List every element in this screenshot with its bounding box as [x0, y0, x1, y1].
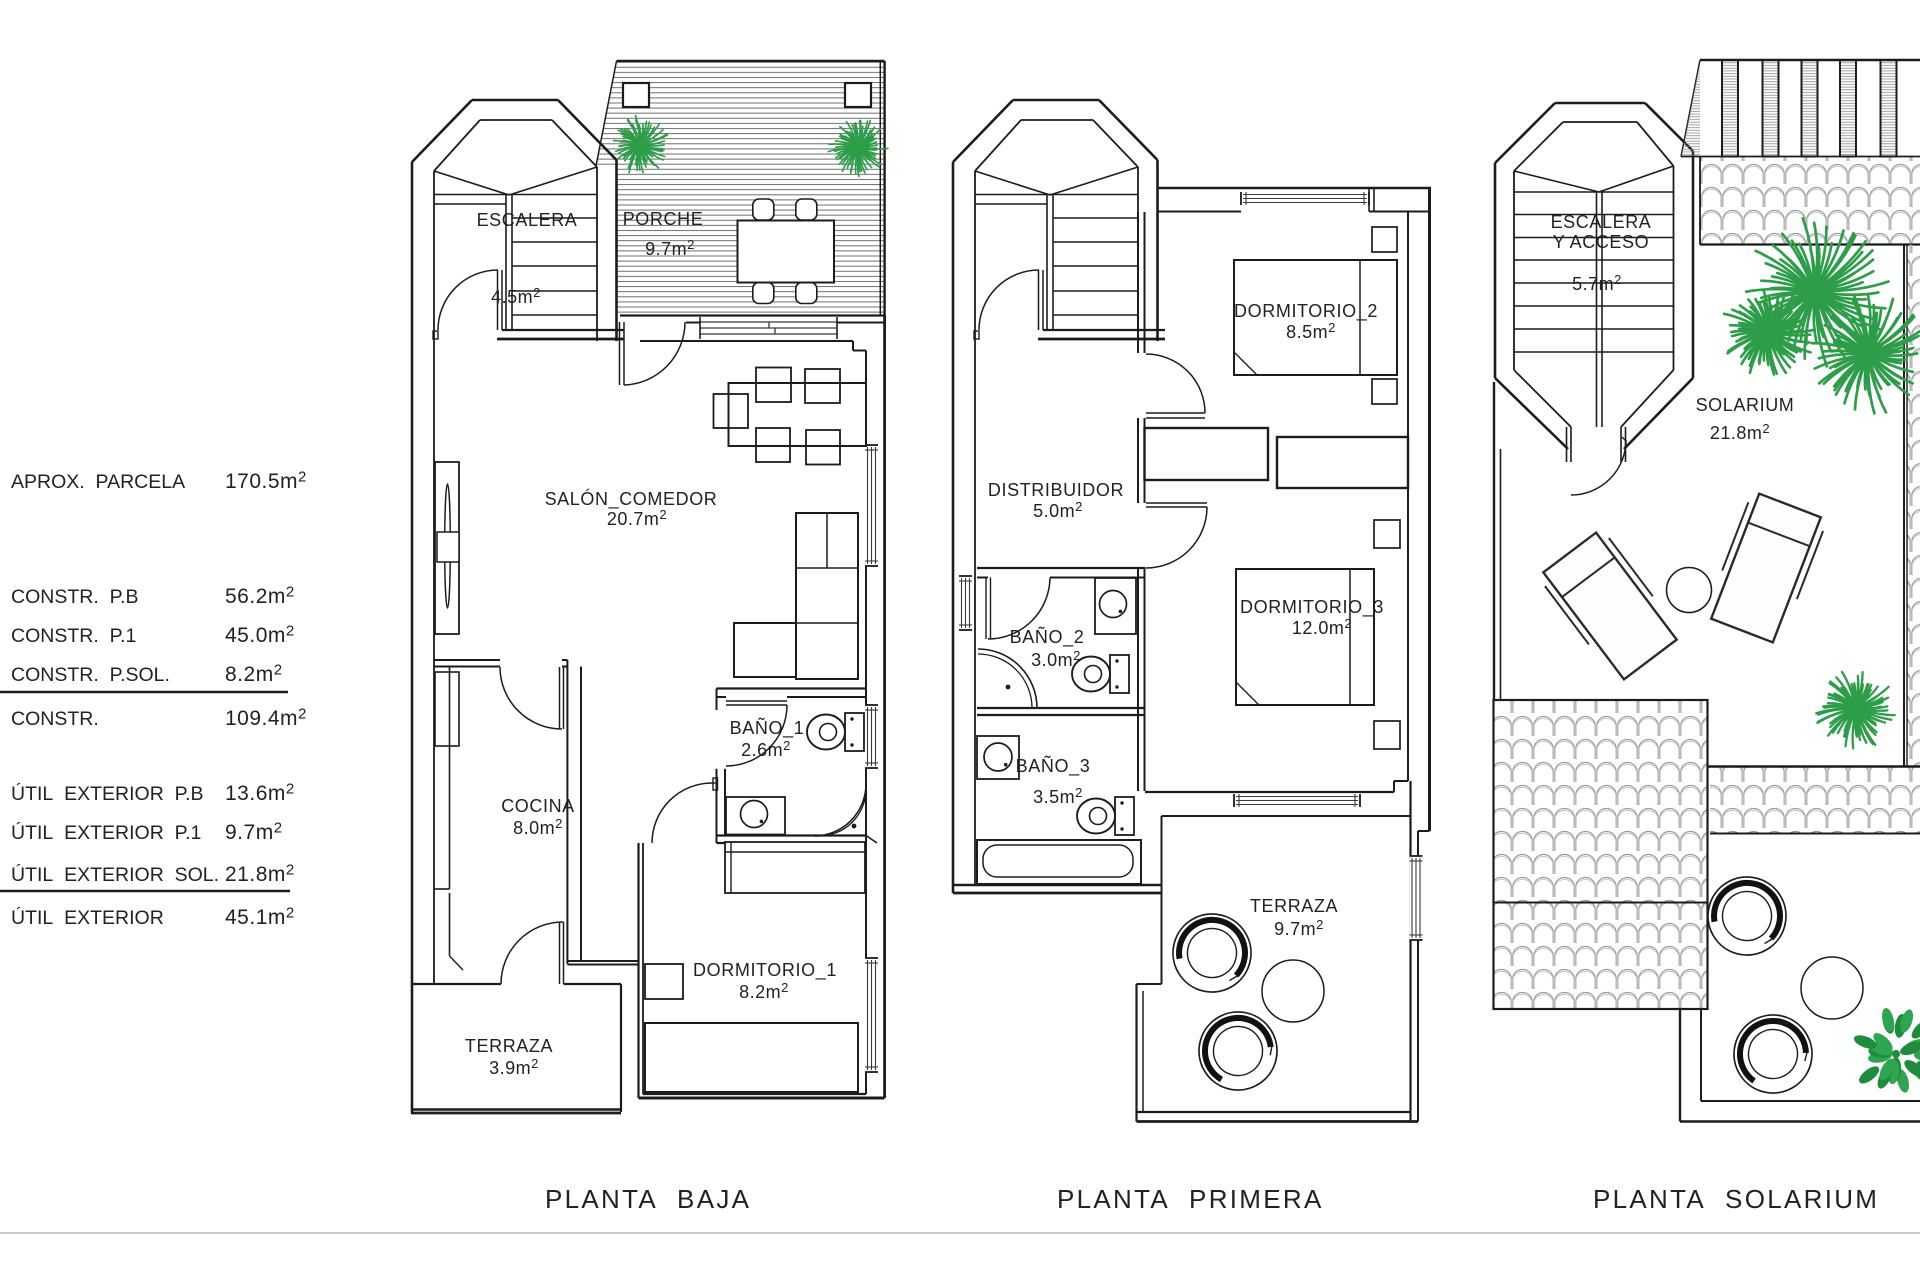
svg-text:9.7m2: 9.7m2	[645, 237, 695, 259]
svg-text:ÚTIL EXTERIOR P.1: ÚTIL EXTERIOR P.1	[11, 821, 201, 844]
svg-text:SOLARIUM: SOLARIUM	[1696, 395, 1795, 415]
svg-text:DORMITORIO_2: DORMITORIO_2	[1234, 301, 1378, 322]
svg-text:PLANTA BAJA: PLANTA BAJA	[545, 1184, 751, 1214]
svg-text:5.7m2: 5.7m2	[1572, 272, 1622, 294]
svg-text:Y ACCESO: Y ACCESO	[1553, 232, 1650, 252]
svg-text:APROX. PARCELA: APROX. PARCELA	[11, 471, 185, 493]
svg-text:2.6m2: 2.6m2	[741, 738, 791, 760]
svg-text:DORMITORIO_3: DORMITORIO_3	[1240, 597, 1384, 618]
svg-text:ÚTIL EXTERIOR SOL.: ÚTIL EXTERIOR SOL.	[11, 863, 219, 886]
svg-text:BAÑO_3: BAÑO_3	[1016, 755, 1091, 777]
svg-text:20.7m2: 20.7m2	[607, 507, 667, 529]
svg-text:CONSTR. P.B: CONSTR. P.B	[11, 586, 139, 608]
svg-text:3.9m2: 3.9m2	[489, 1056, 539, 1078]
svg-text:ESCALERA: ESCALERA	[477, 210, 578, 230]
svg-text:170.5m2: 170.5m2	[225, 468, 307, 493]
svg-text:CONSTR. P.SOL.: CONSTR. P.SOL.	[11, 664, 170, 686]
svg-text:PLANTA SOLARIUM: PLANTA SOLARIUM	[1593, 1184, 1879, 1214]
svg-text:21.8m2: 21.8m2	[225, 861, 295, 886]
svg-text:DORMITORIO_1: DORMITORIO_1	[693, 960, 837, 981]
svg-text:8.0m2: 8.0m2	[513, 816, 563, 838]
svg-text:45.1m2: 45.1m2	[225, 904, 295, 929]
svg-text:9.7m2: 9.7m2	[1274, 917, 1324, 939]
svg-text:TERRAZA: TERRAZA	[465, 1036, 553, 1056]
svg-text:BAÑO_2: BAÑO_2	[1010, 626, 1085, 648]
svg-text:CONSTR. P.1: CONSTR. P.1	[11, 625, 136, 647]
svg-text:BAÑO_1: BAÑO_1	[730, 717, 805, 739]
svg-text:5.0m2: 5.0m2	[1033, 499, 1083, 521]
svg-text:SALÓN_COMEDOR: SALÓN_COMEDOR	[545, 488, 718, 510]
svg-text:109.4m2: 109.4m2	[225, 705, 307, 730]
svg-text:DISTRIBUIDOR: DISTRIBUIDOR	[988, 480, 1124, 500]
svg-text:ÚTIL EXTERIOR: ÚTIL EXTERIOR	[11, 906, 164, 929]
svg-text:ÚTIL EXTERIOR P.B: ÚTIL EXTERIOR P.B	[11, 782, 204, 805]
svg-text:PORCHE: PORCHE	[623, 209, 704, 229]
svg-text:ESCALERA: ESCALERA	[1551, 212, 1652, 232]
svg-text:8.5m2: 8.5m2	[1286, 320, 1336, 342]
svg-text:9.7m2: 9.7m2	[225, 819, 283, 844]
svg-text:56.2m2: 56.2m2	[225, 583, 295, 608]
svg-text:21.8m2: 21.8m2	[1710, 421, 1770, 443]
svg-text:3.0m2: 3.0m2	[1031, 648, 1081, 670]
svg-text:8.2m2: 8.2m2	[739, 980, 789, 1002]
svg-text:45.0m2: 45.0m2	[225, 622, 295, 647]
svg-text:COCINA: COCINA	[501, 796, 575, 816]
svg-text:8.2m2: 8.2m2	[225, 661, 283, 686]
svg-text:12.0m2: 12.0m2	[1292, 616, 1352, 638]
svg-text:TERRAZA: TERRAZA	[1250, 896, 1338, 916]
svg-text:13.6m2: 13.6m2	[225, 780, 295, 805]
svg-text:3.5m2: 3.5m2	[1033, 785, 1083, 807]
svg-text:PLANTA PRIMERA: PLANTA PRIMERA	[1057, 1184, 1324, 1214]
svg-text:CONSTR.: CONSTR.	[11, 708, 99, 730]
